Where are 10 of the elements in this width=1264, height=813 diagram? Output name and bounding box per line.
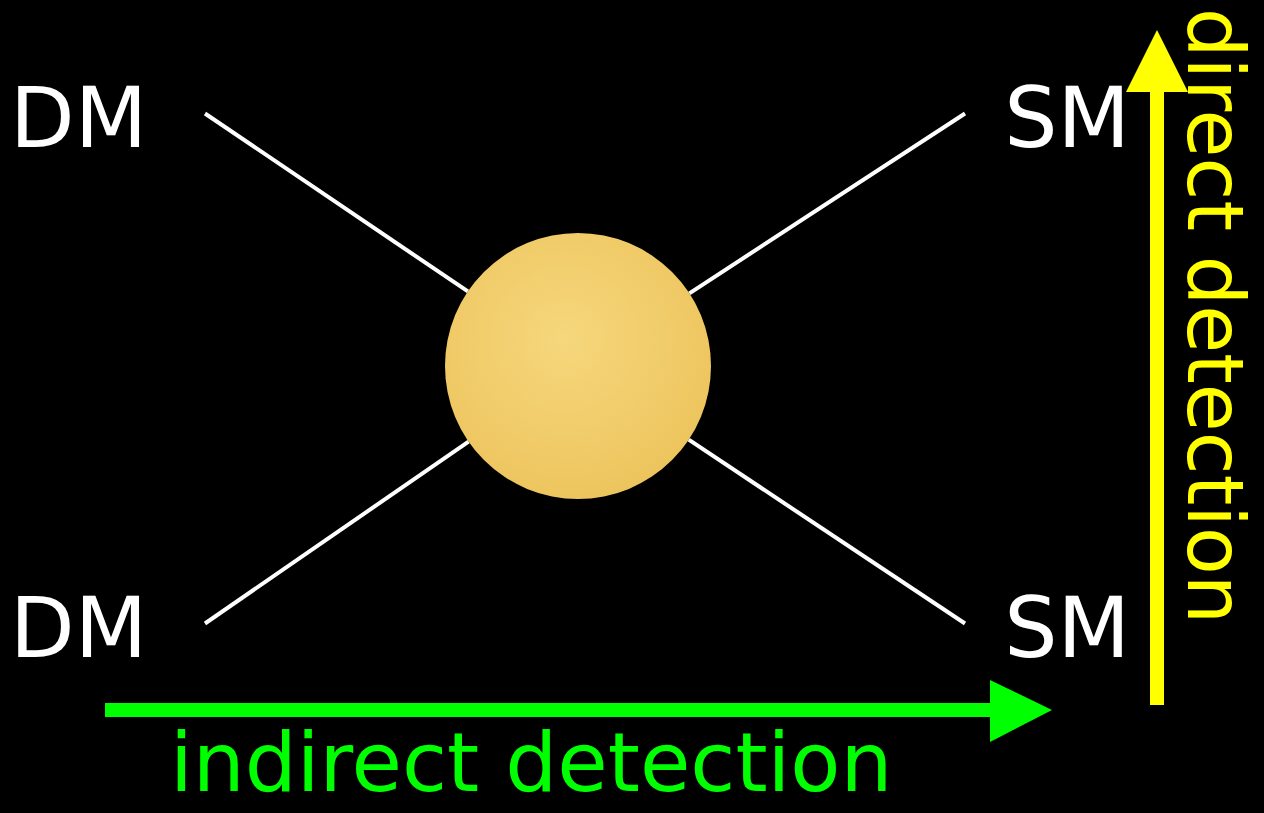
particle-label: SM — [965, 580, 1130, 675]
particle-label: DM — [10, 70, 205, 165]
connector-line — [688, 111, 967, 295]
connector-line — [203, 439, 470, 626]
axis-label: indirect detection — [170, 722, 893, 804]
particle-label: SM — [965, 70, 1130, 165]
particle-label: DM — [10, 580, 205, 675]
connector-line — [687, 438, 967, 626]
axis-label: direct detection — [1175, 8, 1255, 627]
connector-line — [203, 111, 469, 294]
